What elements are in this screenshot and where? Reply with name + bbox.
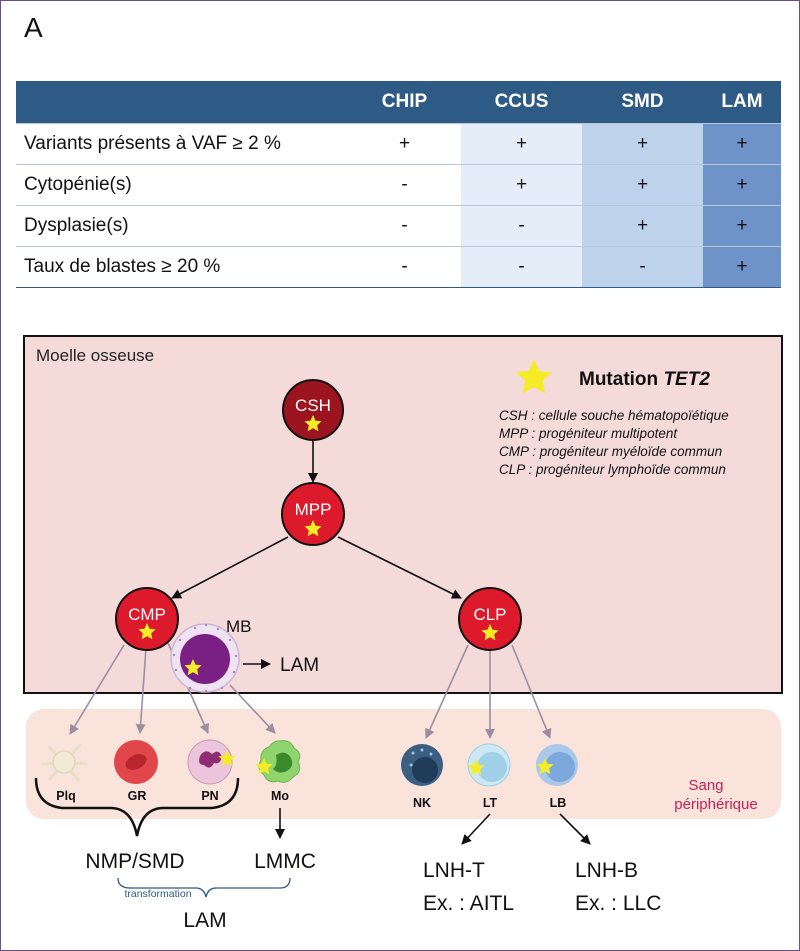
cell-lam: + [703,246,781,288]
cell-chip: - [348,246,461,288]
cell-chip: - [348,205,461,247]
cell-label-lt: LT [483,796,498,810]
cell-smd: - [582,246,703,288]
myeloid-brace [34,777,240,837]
mb-cell [170,623,240,693]
outcome-lmmc: LMMC [254,850,316,873]
cell-label-lb: LB [550,796,567,810]
row-label: Cytopénie(s) [16,164,348,206]
mpp-label: MPP [295,500,332,519]
clp-node: CLP [458,587,522,651]
nk-cell [401,744,443,786]
arrow-clp-nk [425,644,469,739]
arrow-clp-lb [511,644,552,739]
arrow-cmp-plq [69,644,125,735]
panel-label: A [24,12,43,43]
cell-ccus: + [461,123,582,165]
platelet-cell [41,743,88,782]
arrow-mb-mo [229,684,276,734]
header-ccus: CCUS [461,81,582,124]
csh-label: CSH [295,396,331,415]
outcome-lnh-b-example: Ex. : LLC [575,892,661,915]
mpp-node: MPP [281,482,345,546]
outcome-lam: LAM [183,909,226,932]
cell-lam: + [703,164,781,206]
table-row: Taux de blastes ≥ 20 % - - - + [16,246,781,288]
csh-node: CSH [282,379,344,441]
cell-ccus: - [461,246,582,288]
mb-label: MB [226,617,252,636]
arrow-mpp-cmp [171,536,289,599]
row-label: Dysplasie(s) [16,205,348,247]
header-chip: CHIP [348,81,461,124]
monocyte-cell [255,740,301,783]
header-empty [16,81,348,124]
cell-label-nk: NK [413,796,431,810]
cell-chip: + [348,123,461,165]
header-lam: LAM [703,81,781,124]
cell-chip: - [348,164,461,206]
blood-label-1: Sang [688,777,723,794]
cell-label-gr: GR [128,789,147,803]
cmp-node: CMP [115,587,179,651]
outcome-nmp-smd: NMP/SMD [85,850,184,873]
arrow-lt-lnht [461,813,491,845]
outcome-lnh-t: LNH-T [423,859,485,882]
table-row: Cytopénie(s) - + + + [16,164,781,206]
arrow-lb-lnhb [559,813,591,845]
cell-ccus: - [461,205,582,247]
cell-lam: + [703,205,781,247]
marrow-label: Moelle osseuse [36,346,154,365]
row-label: Taux de blastes ≥ 20 % [16,246,348,288]
legend-def-clp: CLP : progéniteur lymphoïde commun [499,462,726,477]
cell-smd: + [582,205,703,247]
table-row: Variants présents à VAF ≥ 2 % + + + + [16,123,781,165]
cell-smd: + [582,164,703,206]
legend-def-csh: CSH : cellule souche hématopoïétique [499,408,729,423]
cell-lam: + [703,123,781,165]
cell-ccus: + [461,164,582,206]
cell-label-pn: PN [201,789,218,803]
legend-def-cmp: CMP : progéniteur myéloïde commun [499,444,722,459]
table-row: Dysplasie(s) - - + + [16,205,781,247]
mb-lam-label: LAM [280,655,319,676]
table-header-row: CHIP CCUS SMD LAM [16,81,781,124]
row-label: Variants présents à VAF ≥ 2 % [16,123,348,165]
blood-label-2: périphérique [674,796,757,813]
clp-label: CLP [473,605,506,624]
arrow-cmp-gr [135,647,147,734]
cell-label-mo: Mo [271,789,289,803]
arrow-mpp-clp [337,536,462,599]
outcome-lnh-t-example: Ex. : AITL [423,892,514,915]
criteria-table: CHIP CCUS SMD LAM Variants présents à VA… [16,81,781,288]
lt-cell [467,743,511,787]
transformation-label: transformation [124,888,191,900]
cell-label-plq: Plq [56,789,75,803]
red-cell [114,740,158,784]
lb-cell [536,744,578,786]
neutrophil-cell [187,739,236,785]
outcome-lnh-b: LNH-B [575,859,638,882]
header-smd: SMD [582,81,703,124]
legend-def-mpp: MPP : progéniteur multipotent [499,426,678,441]
legend-title: Mutation TET2 [579,369,710,390]
transformation-brace [117,877,291,898]
cell-smd: + [582,123,703,165]
cmp-label: CMP [128,605,166,624]
